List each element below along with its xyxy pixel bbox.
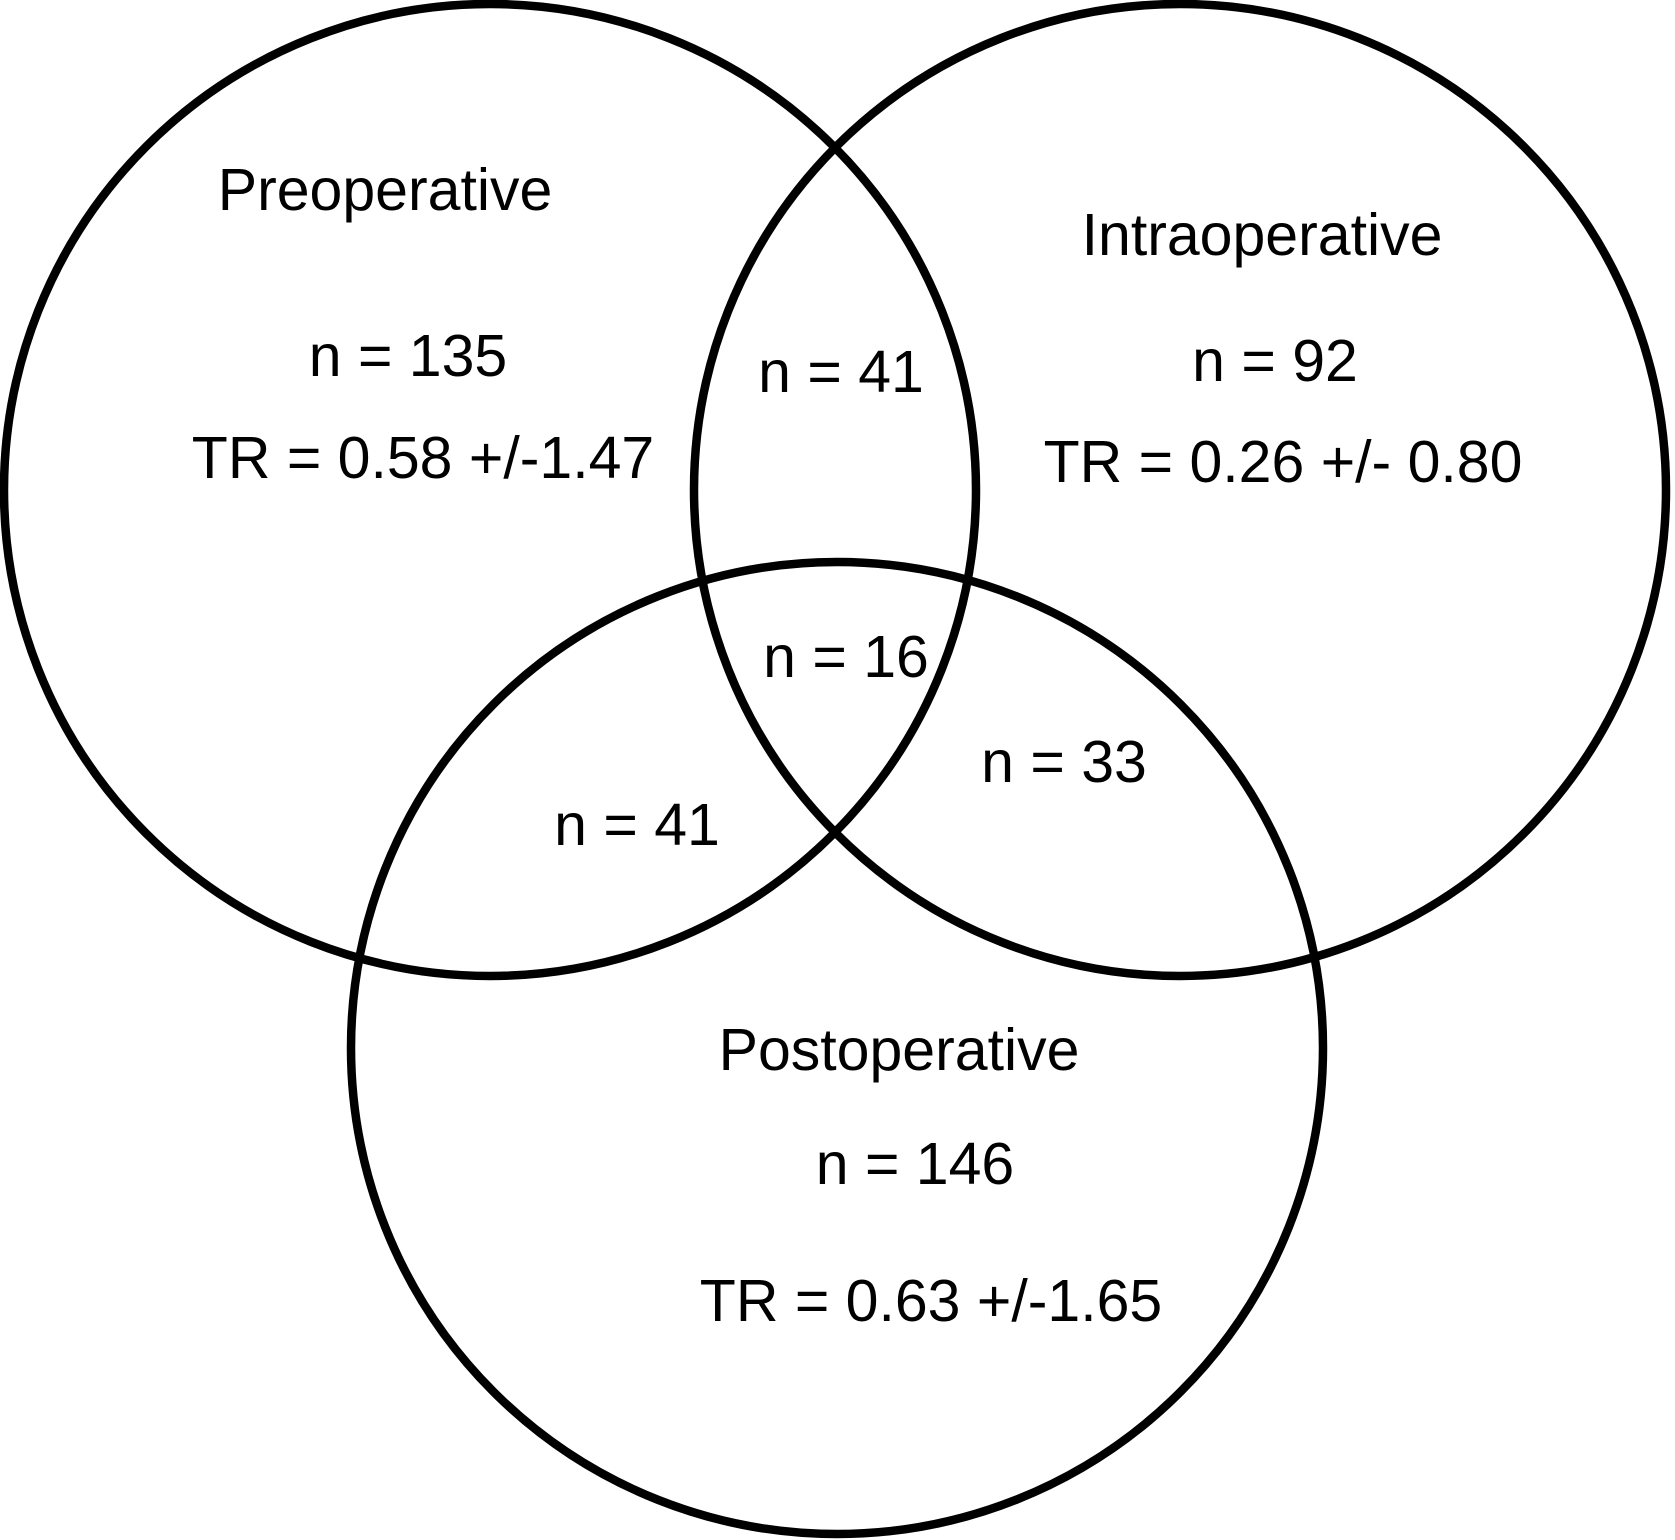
overlap-intra-post-label: n = 33	[981, 729, 1147, 795]
preoperative-circle	[0, 0, 981, 981]
overlap-pre-post-label: n = 41	[554, 792, 720, 858]
postoperative-set-label: Postoperative	[719, 1017, 1080, 1083]
intraoperative-circle	[689, 0, 1671, 981]
postoperative-circle	[346, 557, 1328, 1539]
intraoperative-set-label: Intraoperative	[1082, 202, 1443, 268]
overlap-pre-intra-label: n = 41	[758, 339, 924, 405]
preoperative-tr-label: TR = 0.58 +/-1.47	[192, 425, 654, 491]
preoperative-n-label: n = 135	[309, 323, 508, 389]
intraoperative-tr-label: TR = 0.26 +/- 0.80	[1044, 429, 1523, 495]
overlap-all-three-label: n = 16	[763, 624, 929, 690]
postoperative-n-label: n = 146	[816, 1131, 1015, 1197]
intraoperative-n-label: n = 92	[1192, 328, 1358, 394]
postoperative-tr-label: TR = 0.63 +/-1.65	[700, 1268, 1162, 1334]
preoperative-set-label: Preoperative	[218, 157, 553, 223]
